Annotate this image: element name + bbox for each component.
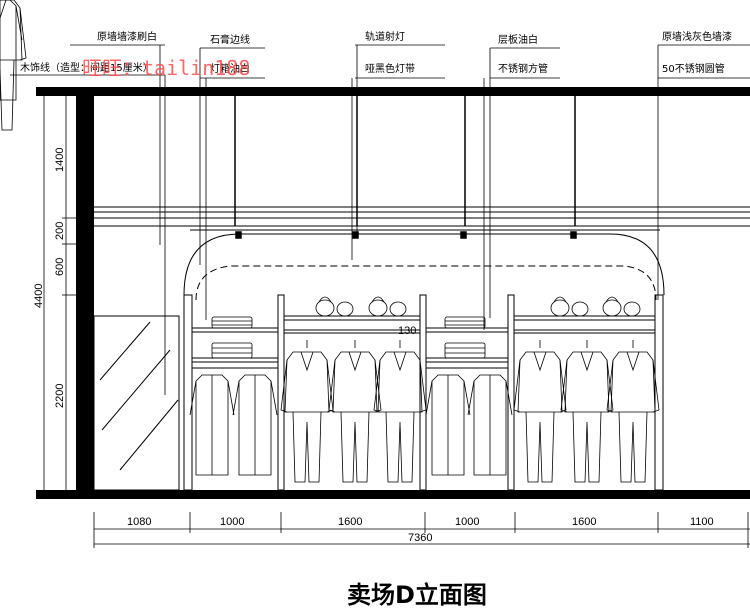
floor-slab — [36, 490, 750, 499]
dim-shelf-gap: 130 — [398, 325, 416, 337]
annotation-4-bottom: 不锈钢方管 — [498, 62, 548, 75]
ceiling-slab — [36, 87, 750, 96]
dim-v-3: 2200 — [54, 384, 66, 408]
track-spotlights — [234, 96, 577, 239]
annotation-2-bottom: 灯箱油白 — [210, 62, 250, 75]
annotation-1-bottom: 木饰线（造型：间距15厘米） — [20, 61, 153, 74]
dim-total-vertical: 4400 — [33, 284, 45, 308]
annotation-3-bottom: 哑黑色灯带 — [365, 62, 415, 75]
annotation-4-top: 层板油白 — [498, 33, 538, 46]
garments-suits — [0, 0, 660, 483]
annotation-2-top: 石膏边线 — [210, 33, 250, 46]
shelves — [191, 315, 656, 363]
horizontal-dimensions — [93, 512, 750, 548]
dim-h-1: 1000 — [220, 516, 244, 528]
annotation-3-top: 轨道射灯 — [365, 30, 405, 43]
arch-lightbox — [183, 233, 665, 301]
annotation-5-top: 原墙浅灰色墙漆 — [662, 30, 732, 43]
ceiling-lines — [94, 206, 750, 231]
dim-h-2: 1600 — [338, 516, 362, 528]
annotation-leaders — [10, 44, 750, 395]
mirror-panel — [93, 315, 180, 491]
annotation-5-bottom: 50不锈钢圆管 — [662, 62, 725, 75]
dim-v-1: 200 — [54, 222, 66, 240]
dim-h-0: 1080 — [127, 516, 151, 528]
annotation-1-top: 原墙墙漆刷白 — [97, 30, 157, 43]
drawing-title: 卖场D立面图 — [347, 581, 487, 609]
dim-v-0: 1400 — [54, 148, 66, 172]
dim-h-4: 1600 — [572, 516, 596, 528]
dim-h-3: 1000 — [455, 516, 479, 528]
dim-h-5: 1100 — [690, 516, 714, 528]
folded-clothes — [211, 316, 486, 359]
handbags — [315, 296, 641, 317]
dim-v-2: 600 — [54, 258, 66, 276]
watermark-text: 旺旺：tailin188 — [82, 56, 250, 80]
left-wall — [76, 96, 94, 490]
dim-total: 7360 — [408, 532, 432, 544]
vertical-dimensions — [40, 91, 76, 496]
